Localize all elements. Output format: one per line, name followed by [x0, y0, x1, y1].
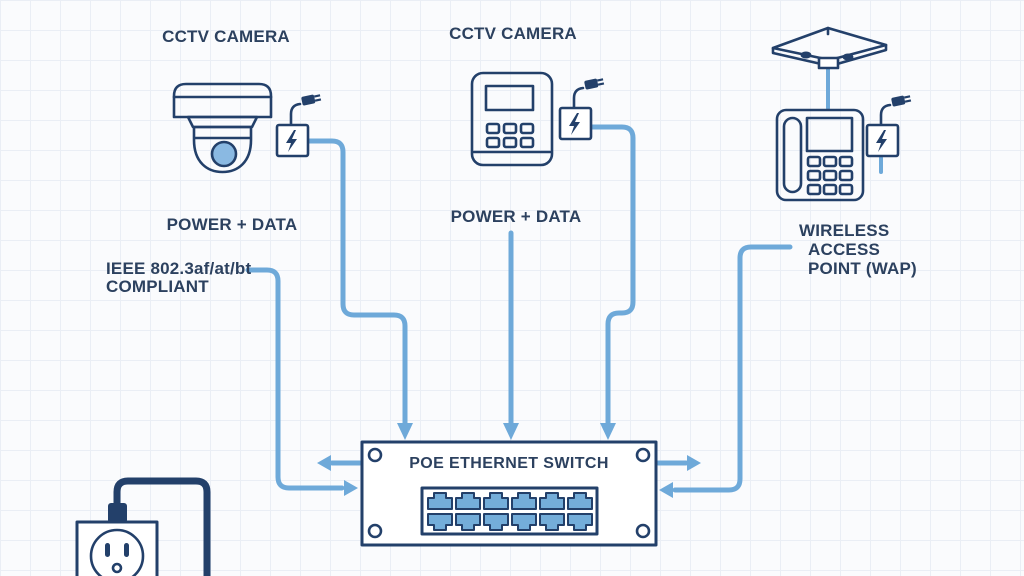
poe-injector-icon — [865, 95, 912, 158]
arrow-down-icon — [600, 423, 616, 440]
label-power-data-center: POWER + DATA — [450, 207, 582, 226]
dome-camera-icon — [172, 82, 273, 174]
voip-phone-icon — [775, 108, 865, 202]
label-ieee-compliant: IEEE 802.3af/at/bt COMPLIANT — [106, 260, 276, 296]
arrow-right-icon — [687, 455, 701, 471]
lightning-bolt-icon — [569, 113, 580, 135]
arrow-left-icon — [659, 482, 673, 498]
label-wap-line1: WIRELESS — [799, 221, 890, 240]
lightning-bolt-icon — [286, 130, 297, 152]
ethernet-switch-icon — [360, 440, 658, 547]
label-wap-line3: POINT (WAP) — [808, 259, 917, 278]
label-cctv-camera-center: CCTV CAMERA — [449, 24, 577, 43]
plug-icon — [108, 503, 127, 523]
label-switch-title: POE ETHERNET SWITCH — [409, 455, 609, 472]
connector-ieee-to-switch — [245, 267, 358, 496]
label-ieee-line1: IEEE 802.3af/at/bt — [106, 259, 252, 278]
poe-injector-icon — [558, 78, 605, 141]
label-cctv-camera-left: CCTV CAMERA — [162, 27, 290, 46]
port-panel — [420, 486, 599, 536]
connector-keypad-to-switch — [589, 124, 636, 440]
arrow-down-icon — [397, 423, 413, 440]
keypad-camera-icon — [470, 71, 554, 167]
screw-icon — [367, 447, 383, 463]
label-wireless-access-point: WIRELESS ACCESS POINT (WAP) — [799, 221, 939, 278]
screw-icon — [635, 523, 651, 539]
poe-injector-icon — [275, 94, 322, 158]
screw-icon — [635, 447, 651, 463]
switch-uplink-left — [317, 455, 363, 471]
camera-lens — [210, 140, 238, 168]
screw-icon — [367, 523, 383, 539]
connector-dome-to-switch — [305, 138, 413, 440]
lightning-bolt-icon — [876, 130, 887, 152]
label-ieee-line2: COMPLIANT — [106, 277, 209, 296]
arrow-left-icon — [317, 455, 331, 471]
switch-uplink-right — [655, 455, 701, 471]
label-power-data-left: POWER + DATA — [166, 215, 298, 234]
label-wap-line2: ACCESS — [808, 240, 881, 259]
arrow-down-icon — [503, 423, 519, 440]
connector-wap-to-switch — [659, 244, 793, 498]
power-outlet-icon — [75, 477, 211, 576]
ceiling-mount-icon — [771, 26, 888, 70]
rj45-ports — [427, 492, 593, 531]
arrow-right-icon — [344, 480, 358, 496]
connector-powerdata-to-switch — [503, 230, 519, 440]
